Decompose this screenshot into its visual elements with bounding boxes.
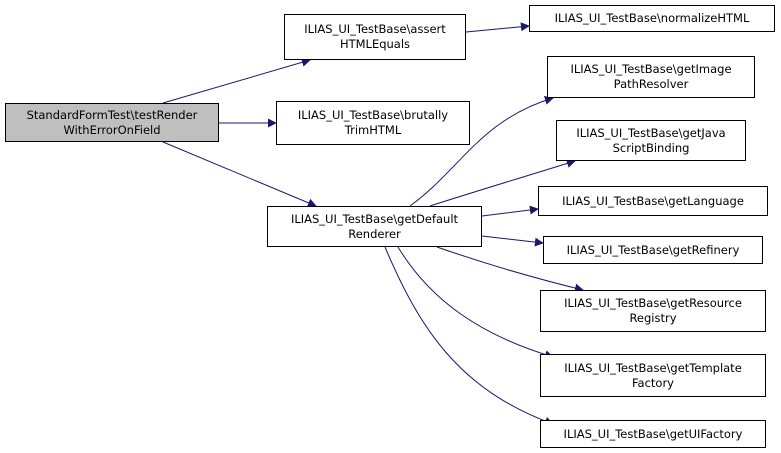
node-label-line-1: ILIAS_UI_TestBase\getLanguage — [562, 193, 744, 208]
node-label-line-2: TrimHTML — [344, 123, 402, 137]
node-get-refinery[interactable]: ILIAS_UI_TestBase\getRefinery — [543, 236, 763, 264]
node-label-line-1: ILIAS_UI_TestBase\getDefault — [290, 211, 459, 226]
node-label-line-1: ILIAS_UI_TestBase\brutally — [297, 108, 449, 122]
node-brutally-trim-html[interactable]: ILIAS_UI_TestBase\brutally TrimHTML — [276, 101, 470, 145]
node-get-ui-factory[interactable]: ILIAS_UI_TestBase\getUIFactory — [540, 420, 766, 448]
node-label-line-1: ILIAS_UI_TestBase\getRefinery — [566, 242, 740, 257]
edge-assert-to-normalize — [465, 22, 530, 33]
edge-renderer-to-image — [409, 96, 554, 207]
node-label-line-2: HTMLEquals — [339, 37, 411, 51]
node-label-line-2: PathResolver — [613, 77, 689, 91]
edge-renderer-to-template — [397, 246, 554, 359]
edge-renderer-to-resource — [436, 246, 584, 293]
edge-renderer-to-refinery — [481, 235, 544, 247]
node-assert-html-equals[interactable]: ILIAS_UI_TestBase\assert HTMLEquals — [284, 14, 466, 60]
node-get-image-path-resolver[interactable]: ILIAS_UI_TestBase\getImage PathResolver — [547, 56, 755, 98]
node-get-resource-registry[interactable]: ILIAS_UI_TestBase\getResource Registry — [540, 290, 766, 332]
node-get-template-factory[interactable]: ILIAS_UI_TestBase\getTemplate Factory — [540, 354, 766, 397]
node-label-line-1: ILIAS_UI_TestBase\getUIFactory — [563, 426, 743, 441]
node-label-line-1: ILIAS_UI_TestBase\getResource — [564, 296, 742, 310]
node-label-line-1: ILIAS_UI_TestBase\assert — [304, 22, 446, 36]
node-label-line-1: StandardFormTest\testRender — [26, 107, 198, 122]
node-normalize-html[interactable]: ILIAS_UI_TestBase\normalizeHTML — [529, 5, 775, 32]
node-get-default-renderer[interactable]: ILIAS_UI_TestBase\getDefault Renderer — [267, 206, 482, 247]
node-label-line-2: Factory — [631, 375, 674, 390]
node-label-line-2: ScriptBinding — [612, 140, 690, 155]
node-label-line-2: WithErrorOnField — [63, 122, 161, 137]
edge-renderer-to-java — [429, 159, 576, 207]
node-testrender-with-error-on-field[interactable]: StandardFormTest\testRender WithErrorOnF… — [5, 103, 219, 142]
edge-renderer-to-language — [481, 205, 539, 217]
node-label-line-2: Registry — [629, 311, 677, 325]
node-label-line-1: ILIAS_UI_TestBase\normalizeHTML — [554, 11, 750, 25]
edge-root-to-default-renderer — [162, 141, 317, 208]
node-label-line-2: Renderer — [348, 226, 401, 241]
node-label-line-1: ILIAS_UI_TestBase\getJava — [576, 125, 726, 140]
node-label-line-1: ILIAS_UI_TestBase\getImage — [570, 62, 732, 76]
edge-renderer-to-uifactory — [384, 246, 554, 426]
node-label-line-1: ILIAS_UI_TestBase\getTemplate — [564, 360, 742, 375]
node-get-language[interactable]: ILIAS_UI_TestBase\getLanguage — [538, 186, 768, 216]
node-get-java-script-binding[interactable]: ILIAS_UI_TestBase\getJava ScriptBinding — [556, 120, 746, 161]
edge-root-to-assert — [162, 57, 311, 104]
